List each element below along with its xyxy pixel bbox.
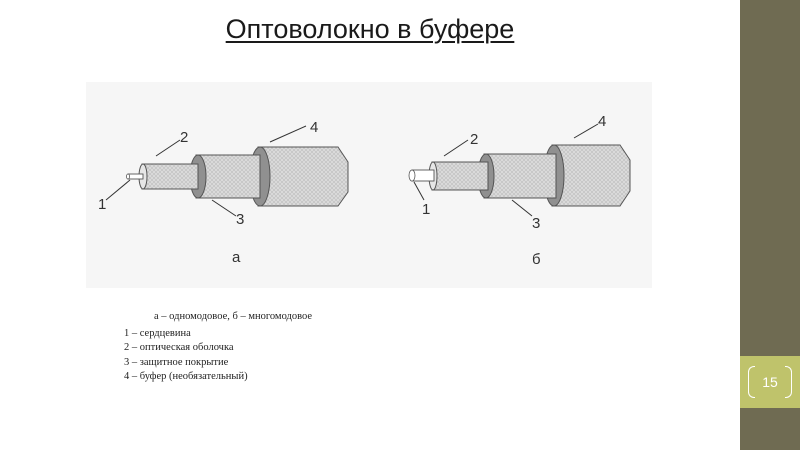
coating-layer xyxy=(189,154,261,199)
callout-line-1 xyxy=(105,179,131,201)
left-bracket-icon xyxy=(748,366,755,398)
core-layer xyxy=(408,169,435,182)
cable-multi-mode: 1 2 3 4 б xyxy=(408,113,631,268)
cable-single-mode: 1 2 3 4 а xyxy=(98,119,349,266)
callout-line-3 xyxy=(511,199,533,217)
fiber-diagram: 1 2 3 4 а xyxy=(98,113,631,268)
callout-line-3 xyxy=(211,199,237,217)
caption-letter-b: б xyxy=(532,251,541,268)
callout-line-1 xyxy=(413,181,425,201)
caption-letter-a: а xyxy=(232,249,241,266)
fiber-diagram-figure: 1 2 3 4 а xyxy=(86,82,652,288)
legend-line: 3 – защитное покрытие xyxy=(124,356,229,368)
figure-legend: а – одномодовое, б – многомодовое 1 – се… xyxy=(124,310,312,385)
callout-label-3: 3 xyxy=(236,211,244,228)
cladding-layer xyxy=(138,163,199,190)
callout-label-4: 4 xyxy=(598,113,606,130)
callout-label-1: 1 xyxy=(98,196,106,213)
slide-title-text: Оптоволокно в буфере xyxy=(225,14,515,44)
legend-line: а – одномодовое, б – многомодовое xyxy=(154,311,313,322)
callout-line-2 xyxy=(155,139,181,157)
callout-label-2: 2 xyxy=(470,131,478,148)
callout-label-2: 2 xyxy=(180,129,188,146)
callout-line-4 xyxy=(573,123,599,139)
coating-layer xyxy=(477,153,557,199)
callout-line-4 xyxy=(269,125,307,143)
callout-label-3: 3 xyxy=(532,215,540,232)
page-number-panel xyxy=(740,356,800,408)
legend-line: 4 – буфер (необязательный) xyxy=(124,371,248,382)
callout-line-2 xyxy=(443,139,469,157)
legend-line: 1 – сердцевина xyxy=(124,327,191,339)
right-bracket-icon xyxy=(785,366,792,398)
core-layer xyxy=(126,173,144,180)
legend-line: 2 – оптическая оболочка xyxy=(124,342,234,353)
callout-label-1: 1 xyxy=(422,201,430,218)
page-number-text: 15 xyxy=(762,374,778,390)
page-number: 15 xyxy=(744,364,796,400)
buffer-layer xyxy=(249,146,349,207)
cladding-layer xyxy=(428,161,489,191)
buffer-layer xyxy=(543,144,631,207)
callout-label-4: 4 xyxy=(310,119,318,136)
slide-title: Оптоволокно в буфере xyxy=(0,14,740,45)
